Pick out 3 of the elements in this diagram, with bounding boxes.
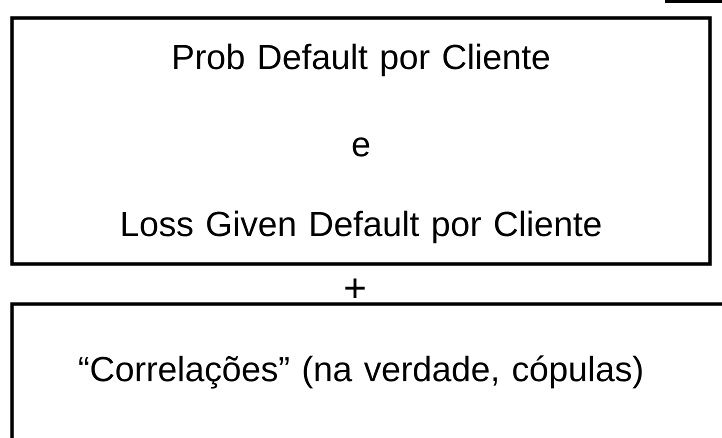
text-box: Prob Default por Cliente e Loss Given Default por Cliente xyxy=(10,16,712,266)
plus-sign: + xyxy=(345,278,365,298)
text-box: “Correlações” (na verdade, cópulas) xyxy=(10,302,722,438)
